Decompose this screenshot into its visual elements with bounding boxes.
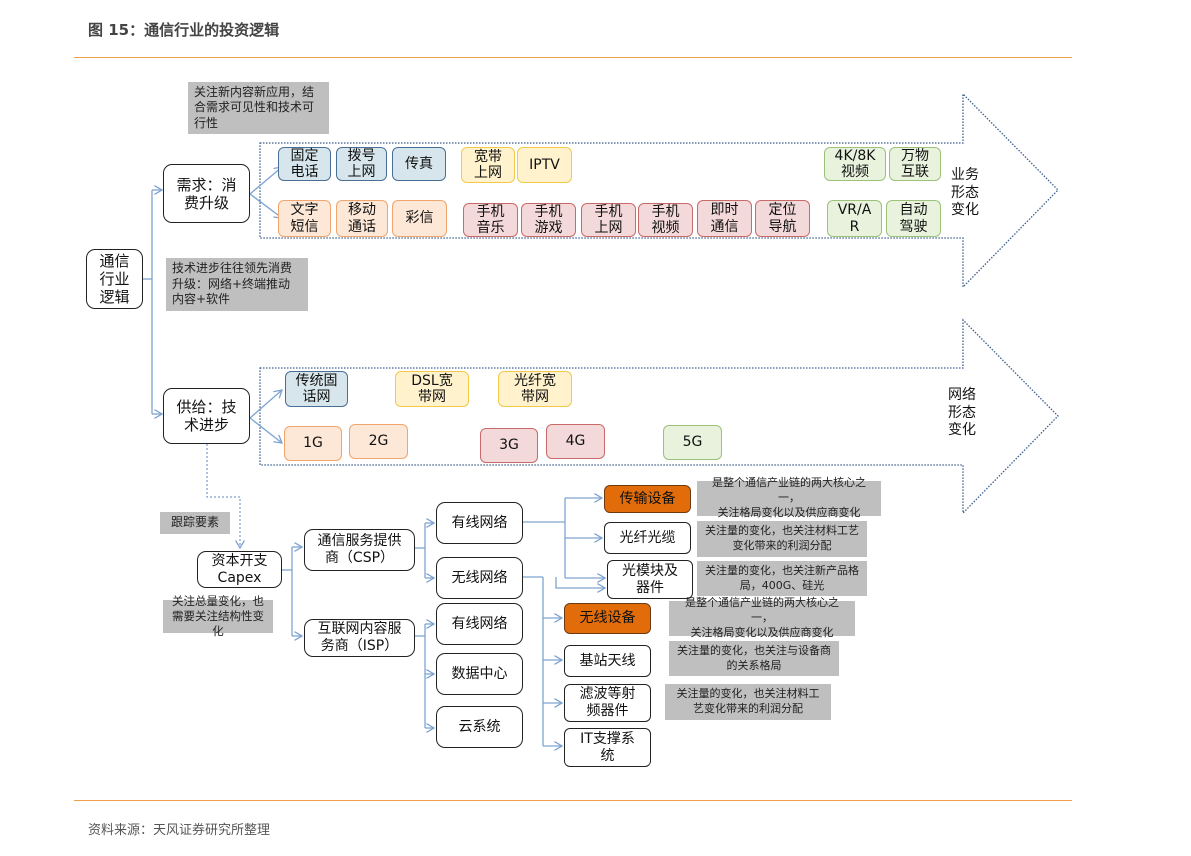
capex-node: 资本开支 Capex [197, 551, 282, 588]
chip-demand-row2-4: 手机 游戏 [521, 203, 576, 237]
supply-arrow-outline [259, 318, 1059, 515]
chip-supply-row2-4: 5G [663, 425, 722, 460]
highlight-equipment-node: 传输设备 [604, 485, 691, 513]
chip-demand-row1-2: 传真 [392, 147, 446, 181]
chip-supply-row2-3: 4G [546, 424, 605, 459]
root-node: 通信 行业 逻辑 [86, 249, 143, 309]
chip-supply-row2-0: 1G [284, 426, 342, 461]
equipment-note: 关注量的变化，也关注与设备商 的关系格局 [669, 641, 839, 676]
equipment-note: 关注量的变化，也关注材料工 艺变化带来的利润分配 [665, 684, 831, 720]
equipment-note: 关注量的变化，也关注材料工艺 变化带来的利润分配 [697, 521, 867, 557]
equipment-node: 滤波等射 频器件 [564, 684, 651, 722]
equipment-note: 是整个通信产业链的两大核心之一， 关注格局变化以及供应商变化 [669, 596, 855, 639]
chip-demand-row2-5: 手机 上网 [581, 203, 636, 237]
bottom-divider [74, 800, 1072, 801]
track-note: 跟踪要素 [160, 512, 230, 534]
chip-demand-row2-7: 即时 通信 [697, 200, 752, 237]
chip-demand-row1-3: 宽带 上网 [461, 147, 515, 183]
chip-demand-row2-2: 彩信 [392, 200, 447, 237]
chip-demand-row2-10: 自动 驾驶 [886, 200, 941, 237]
top-divider [74, 57, 1072, 58]
isp-cloud-node: 云系统 [436, 706, 523, 748]
chip-supply-row2-2: 3G [480, 428, 538, 463]
demand-node: 需求：消 费升级 [163, 164, 250, 223]
figure-title: 图 15：通信行业的投资逻辑 [88, 21, 280, 39]
highlight-equipment-node: 无线设备 [564, 603, 651, 634]
demand-arrow-label: 业务 形态 变化 [951, 167, 979, 218]
equipment-node: 光纤光缆 [604, 522, 691, 554]
isp-wired-node: 有线网络 [436, 603, 523, 645]
demand-arrow-outline [259, 92, 1059, 289]
chip-demand-row1-6: 万物 互联 [889, 147, 941, 181]
chip-demand-row2-1: 移动 通话 [336, 200, 388, 237]
supply-node: 供给：技 术进步 [163, 388, 250, 444]
chip-supply-row1-2: 光纤宽 带网 [498, 371, 572, 407]
supply-arrow-label: 网络 形态 变化 [948, 387, 976, 438]
demand-note: 关注新内容新应用，结合需求可见性和技术可行性 [188, 82, 329, 134]
chip-demand-row2-8: 定位 导航 [755, 200, 810, 237]
chip-demand-row1-5: 4K/8K 视频 [824, 147, 886, 181]
csp-node: 通信服务提供 商（CSP） [304, 529, 415, 571]
chip-supply-row2-1: 2G [349, 424, 408, 459]
middle-note: 技术进步往往领先消费升级：网络+终端推动内容+软件 [166, 258, 308, 311]
equipment-note: 关注量的变化，也关注新产品格 局，400G、硅光 [697, 561, 867, 596]
chip-demand-row2-9: VR/A R [827, 200, 882, 237]
chip-demand-row1-4: IPTV [517, 147, 572, 183]
source-note: 资料来源：天风证券研究所整理 [88, 823, 271, 838]
isp-node: 互联网内容服 务商（ISP） [304, 619, 415, 657]
isp-datacenter-node: 数据中心 [436, 653, 523, 695]
csp-wireless-node: 无线网络 [436, 557, 523, 599]
chip-demand-row1-1: 拨号 上网 [336, 147, 387, 181]
equipment-node: 基站天线 [564, 645, 651, 677]
equipment-note: 是整个通信产业链的两大核心之一， 关注格局变化以及供应商变化 [697, 476, 881, 519]
chip-demand-row1-0: 固定 电话 [278, 147, 331, 181]
chip-demand-row2-0: 文字 短信 [278, 200, 331, 237]
equipment-node: 光模块及 器件 [607, 560, 693, 599]
chip-demand-row2-6: 手机 视频 [638, 203, 693, 237]
csp-wired-node: 有线网络 [436, 502, 523, 544]
capex-note: 关注总量变化，也需要关注结构性变化 [163, 594, 273, 638]
chip-demand-row2-3: 手机 音乐 [463, 203, 518, 237]
equipment-node: IT支撑系 统 [564, 728, 651, 767]
chip-supply-row1-1: DSL宽 带网 [395, 371, 469, 407]
chip-supply-row1-0: 传统固 话网 [285, 371, 348, 407]
